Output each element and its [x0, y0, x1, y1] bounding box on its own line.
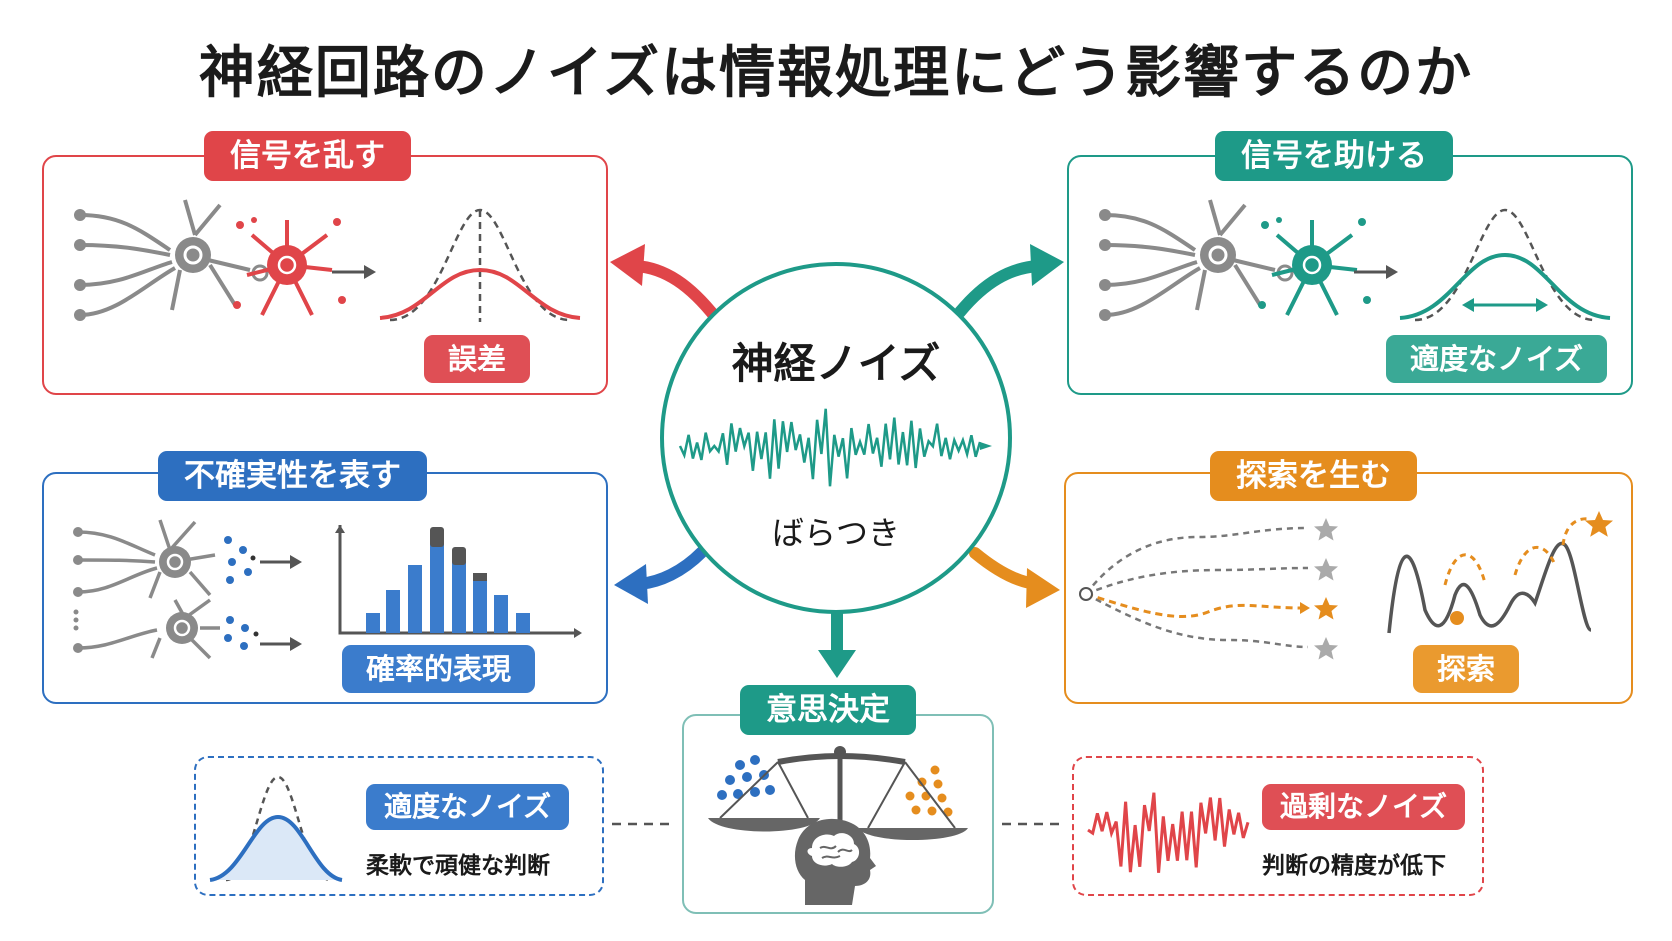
- histogram-icon: [335, 525, 582, 638]
- distribution-curve-icon: [1399, 208, 1611, 322]
- panel-uncertainty-badge: 確率的表現: [342, 645, 536, 693]
- central-node-caption: ばらつき: [771, 514, 900, 552]
- distribution-curve-icon: [209, 775, 343, 882]
- page-title: 神経回路のノイズは情報処理にどう影響するのか: [198, 41, 1474, 106]
- panel-help-badge: 適度なノイズ: [1386, 335, 1608, 383]
- panel-disrupt-badge: 誤差: [424, 335, 531, 383]
- neuron-icon: [74, 199, 269, 321]
- noisy-neuron-icon: [233, 217, 346, 316]
- panel-help-label: 信号を助ける: [1215, 131, 1453, 181]
- panel-moderate-noise-label: 適度なノイズ: [366, 784, 570, 830]
- panel-excess-noise-label: 過剰なノイズ: [1262, 784, 1466, 830]
- panel-disrupt-label: 信号を乱す: [204, 131, 411, 181]
- noisy-neuron-icon: [1258, 217, 1371, 316]
- panel-exploration: [1064, 472, 1633, 704]
- star-icon: [1585, 511, 1613, 537]
- brain-head-icon: [794, 818, 876, 905]
- panel-excess-noise-caption: 判断の精度が低下: [1262, 853, 1446, 879]
- arrow-icon: [1354, 265, 1398, 279]
- neuron-icon: [73, 519, 302, 660]
- noise-waveform-icon: [1087, 792, 1250, 873]
- star-icon: [1314, 518, 1338, 660]
- balance-scale-icon: [708, 746, 968, 905]
- branching-paths-icon: [1079, 518, 1338, 660]
- central-node-title: 神経ノイズ: [731, 339, 941, 388]
- panel-exploration-label: 探索を生む: [1210, 451, 1417, 501]
- panel-moderate-noise-caption: 柔軟で頑健な判断: [366, 853, 550, 879]
- arrow-icon: [332, 265, 376, 279]
- distribution-curve-icon: [379, 208, 581, 322]
- panel-exploration-badge: 探索: [1413, 645, 1520, 693]
- noise-waveform-icon: [678, 408, 992, 487]
- landscape-search-icon: [1387, 511, 1613, 634]
- panel-decision-label: 意思決定: [740, 685, 916, 735]
- neuron-icon: [1099, 199, 1294, 321]
- panel-uncertainty-label: 不確実性を表す: [158, 451, 427, 501]
